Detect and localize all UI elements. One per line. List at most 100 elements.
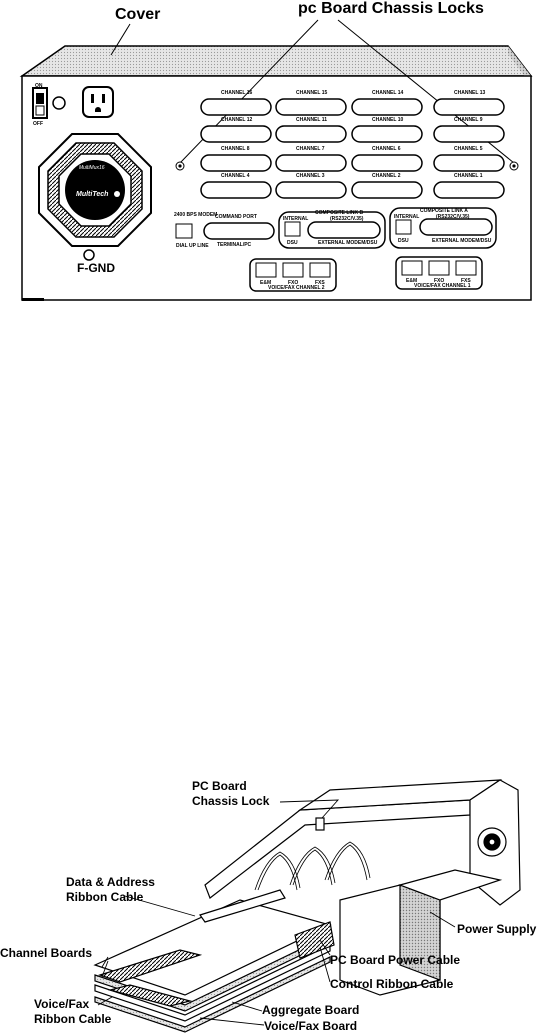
composite-a-external: EXTERNAL MODEM/DSU bbox=[432, 238, 492, 244]
channel-port[interactable] bbox=[275, 154, 347, 172]
command-port[interactable] bbox=[203, 222, 275, 240]
composite-a-internal: INTERNAL bbox=[394, 214, 419, 220]
composite-link-a bbox=[389, 207, 497, 249]
channel-label: CHANNEL 12 bbox=[221, 117, 253, 123]
label-control-ribbon: Control Ribbon Cable bbox=[330, 977, 454, 991]
channel-port[interactable] bbox=[433, 154, 505, 172]
interior-callout-lines bbox=[97, 799, 456, 1026]
channel-label: CHANNEL 3 bbox=[296, 173, 325, 179]
channel-port[interactable] bbox=[200, 154, 272, 172]
modem-port-label-bottom: DIAL UP LINE bbox=[176, 243, 209, 249]
command-port-label-top: COMMAND PORT bbox=[215, 214, 257, 220]
composite-a-dsu-port[interactable] bbox=[395, 219, 412, 235]
label-voicefax-board: Voice/Fax Board bbox=[264, 1019, 357, 1033]
channel-label: CHANNEL 9 bbox=[454, 117, 483, 123]
voice-1-label: VOICE/FAX CHANNEL 1 bbox=[414, 283, 471, 289]
modem-port[interactable] bbox=[175, 223, 193, 239]
channel-port[interactable] bbox=[351, 154, 423, 172]
channel-label: CHANNEL 2 bbox=[372, 173, 401, 179]
voice-1-fxo-port[interactable] bbox=[428, 260, 450, 276]
modem-port-label-top: 2400 BPS MODEM bbox=[174, 212, 217, 218]
channel-label: CHANNEL 11 bbox=[296, 117, 327, 123]
channel-port[interactable] bbox=[433, 125, 505, 143]
voice-2-fxs-port[interactable] bbox=[309, 262, 331, 278]
channel-label: CHANNEL 15 bbox=[296, 90, 328, 96]
composite-b-dsu-port[interactable] bbox=[284, 221, 301, 237]
composite-a-sub: (RS232C/V.35) bbox=[436, 214, 470, 220]
label-pc-power-cable: PC Board Power Cable bbox=[330, 953, 460, 967]
voice-2-label: VOICE/FAX CHANNEL 2 bbox=[268, 285, 325, 291]
cooling-fan bbox=[38, 133, 152, 247]
label-aggregate-board: Aggregate Board bbox=[262, 1003, 359, 1017]
voice-2-fxo-port[interactable] bbox=[282, 262, 304, 278]
channel-port[interactable] bbox=[200, 125, 272, 143]
label-data-address-1: Data & Address bbox=[66, 875, 155, 889]
chassis-locks-label: pc Board Chassis Locks bbox=[298, 0, 484, 17]
switch-on-label: ON bbox=[35, 83, 43, 89]
rear-panel-figure: Cover pc Board Chassis Locks ON OFF bbox=[19, 0, 533, 301]
switch-off-label: OFF bbox=[33, 121, 43, 127]
control-ribbon-connector bbox=[294, 921, 335, 959]
composite-b-external: EXTERNAL MODEM/DSU bbox=[318, 240, 378, 246]
ground-terminal bbox=[83, 249, 95, 261]
voice-2-em-port[interactable] bbox=[255, 262, 277, 278]
composite-link-b bbox=[278, 211, 386, 249]
cover-side bbox=[508, 46, 531, 82]
composite-b-internal: INTERNAL bbox=[283, 216, 308, 222]
composite-a-dsu: DSU bbox=[398, 238, 409, 244]
voice-1-em-label: E&M bbox=[406, 278, 417, 284]
ground-label: F-GND bbox=[77, 261, 115, 275]
channel-port[interactable] bbox=[200, 181, 272, 199]
aggregate-board bbox=[94, 944, 331, 1022]
channel-port[interactable] bbox=[351, 98, 423, 116]
voice-1-fxs-port[interactable] bbox=[455, 260, 477, 276]
composite-b-external-port[interactable] bbox=[307, 221, 381, 239]
cover-label: Cover bbox=[115, 6, 160, 23]
channel-label: CHANNEL 1 bbox=[454, 173, 483, 179]
channel-port[interactable] bbox=[275, 98, 347, 116]
voice-2-fxs-label: FXS bbox=[315, 280, 325, 286]
channel-label: CHANNEL 7 bbox=[296, 146, 325, 152]
channel-port[interactable] bbox=[200, 98, 272, 116]
channel-port[interactable] bbox=[433, 98, 505, 116]
label-channel-boards: Channel Boards bbox=[0, 946, 92, 960]
voice-2-em-label: E&M bbox=[260, 280, 271, 286]
fan-badge-model: MultiMux16 bbox=[79, 165, 105, 171]
command-port-label-bottom: TERMINAL/PC bbox=[217, 242, 252, 248]
channel-label: CHANNEL 14 bbox=[372, 90, 404, 96]
channel-port[interactable] bbox=[351, 181, 423, 199]
channel-label: CHANNEL 8 bbox=[221, 146, 250, 152]
fuse-holder bbox=[52, 96, 66, 110]
power-switch[interactable] bbox=[32, 87, 48, 119]
data-address-connector bbox=[199, 889, 286, 923]
fan-badge-brand: MultiTech bbox=[76, 191, 108, 198]
channel-label: CHANNEL 16 bbox=[221, 90, 253, 96]
label-chassis-lock-2: Chassis Lock bbox=[192, 794, 270, 808]
ribbon-cables bbox=[254, 841, 371, 891]
label-chassis-lock-1: PC Board bbox=[192, 779, 247, 793]
channel-label: CHANNEL 4 bbox=[221, 173, 250, 179]
composite-b-sub: (RS232C/V.35) bbox=[330, 216, 364, 222]
channel-port[interactable] bbox=[275, 181, 347, 199]
chassis-lock-tab bbox=[315, 817, 325, 831]
voice-fax-channel-1 bbox=[395, 256, 483, 290]
brand-logo-icon bbox=[114, 191, 120, 197]
channel-port[interactable] bbox=[275, 125, 347, 143]
channel-port[interactable] bbox=[433, 181, 505, 199]
channel-port[interactable] bbox=[351, 125, 423, 143]
channel-label: CHANNEL 5 bbox=[454, 146, 483, 152]
label-voicefax-ribbon-2: Ribbon Cable bbox=[34, 1012, 112, 1026]
voice-1-em-port[interactable] bbox=[401, 260, 423, 276]
composite-a-title: COMPOSITE LINK A bbox=[420, 208, 468, 214]
composite-b-dsu: DSU bbox=[287, 240, 298, 246]
voicefax-board bbox=[94, 956, 331, 1033]
voice-fax-channel-2 bbox=[249, 258, 337, 292]
cover-top bbox=[19, 45, 533, 77]
voice-1-fxs-label: FXS bbox=[461, 278, 471, 284]
voice-1-fxo-label: FXO bbox=[434, 278, 444, 284]
composite-a-external-port[interactable] bbox=[419, 218, 493, 236]
composite-b-title: COMPOSITE LINK B bbox=[315, 210, 363, 216]
label-data-address-2: Ribbon Cable bbox=[66, 890, 144, 904]
